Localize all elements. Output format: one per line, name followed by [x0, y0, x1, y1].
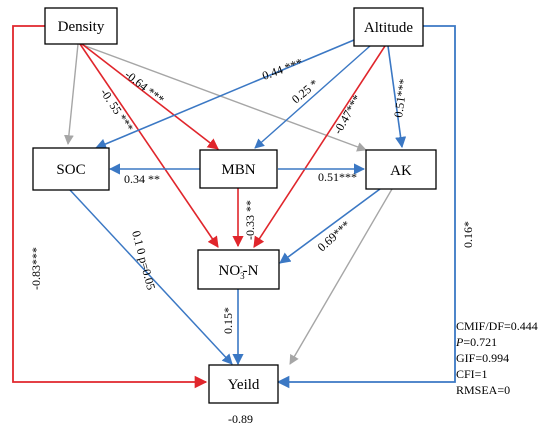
label-soc-yield: 0.1 0 p=0.05 — [129, 229, 158, 291]
node-soc: SOC — [32, 147, 110, 191]
label-mbn-ak: 0.51*** — [318, 170, 357, 184]
node-yield-label: Yeild — [228, 377, 260, 393]
label-altitude-ak: 0.51*** — [391, 78, 410, 119]
label-density-yield: -0.83*** — [29, 247, 43, 290]
node-altitude-label: Altitude — [364, 20, 414, 36]
edge-altitude-mbn — [254, 45, 371, 149]
node-no3n-label: NO3--N — [219, 261, 259, 281]
yield-residual: -0.89 — [228, 412, 253, 426]
node-density-label: Density — [58, 19, 105, 35]
edge-density-no3 — [79, 43, 219, 248]
node-mbn: MBN — [199, 149, 278, 189]
node-mbn-label: MBN — [221, 162, 255, 178]
label-density-no3: -0. 55 *** — [98, 86, 137, 134]
label-mbn-no3: -0.33 ** — [243, 200, 257, 240]
label-altitude-yield: 0.16* — [461, 221, 475, 248]
node-ak: AK — [365, 149, 437, 190]
label-altitude-no3: -0.47*** — [330, 92, 364, 136]
edge-altitude-yield — [276, 25, 456, 389]
label-altitude-mbn: 0.25 * — [289, 76, 321, 106]
edge-ak-yield — [289, 188, 393, 365]
stat-cfi: CFI=1 — [456, 367, 488, 381]
edge-density-mbn — [81, 43, 219, 150]
node-no3n: NO3--N — [197, 249, 280, 290]
edge-altitude-ak — [387, 45, 407, 149]
stat-cmin-df: CMIF/DF=0.444 — [456, 319, 538, 333]
edge-soc-yield — [69, 189, 233, 365]
stat-rmsea: RMSEA=0 — [456, 383, 511, 397]
edge-density-soc — [64, 43, 79, 145]
node-yield: Yeild — [208, 364, 279, 404]
edge-altitude-no3 — [253, 45, 386, 248]
label-altitude-soc: 0.44 *** — [260, 55, 304, 83]
node-density: Density — [44, 7, 118, 45]
stat-gif: GIF=0.994 — [456, 351, 510, 365]
model-fit-stats: CMIF/DF=0.444 P=0.721 GIF=0.994 CFI=1 RM… — [456, 318, 538, 398]
edge-density-yield — [12, 25, 208, 389]
node-altitude: Altitude — [353, 7, 424, 47]
label-no3-yield: 0.15* — [221, 307, 235, 334]
stat-p: P=0.721 — [456, 335, 498, 349]
edge-ak-no3 — [279, 188, 381, 264]
node-soc-label: SOC — [56, 162, 85, 178]
edge-density-ak — [79, 43, 367, 152]
label-mbn-soc: 0.34 ** — [124, 172, 160, 186]
edge-altitude-soc — [94, 39, 355, 150]
node-ak-label: AK — [390, 163, 412, 179]
